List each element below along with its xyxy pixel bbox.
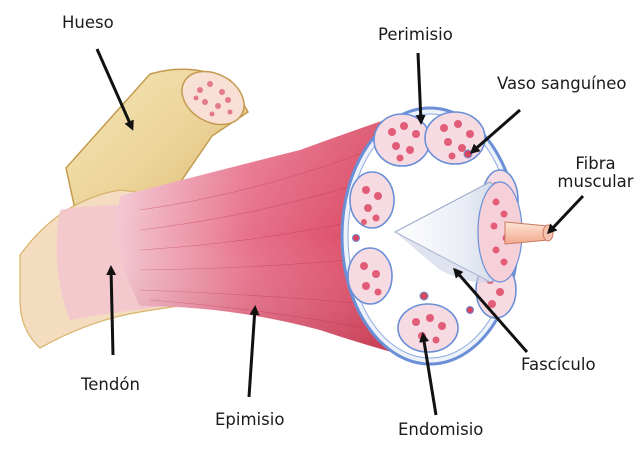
label-perimisio: Perimisio (378, 25, 453, 45)
label-fibra-muscular-line1: Fibra (548, 154, 643, 174)
arrow-fibra (549, 196, 583, 232)
label-vaso-sanguineo: Vaso sanguíneo (497, 74, 626, 94)
label-fibra-muscular-line2: muscular (548, 172, 643, 192)
label-hueso: Hueso (62, 13, 114, 33)
label-epimisio: Epimisio (215, 410, 284, 430)
muscle-cross-section (342, 108, 553, 364)
label-endomisio: Endomisio (398, 420, 483, 440)
arrow-tendon (111, 268, 113, 355)
arrow-epimisio (249, 308, 255, 397)
label-fasciculo: Fascículo (521, 355, 596, 375)
label-tendon: Tendón (81, 375, 140, 395)
